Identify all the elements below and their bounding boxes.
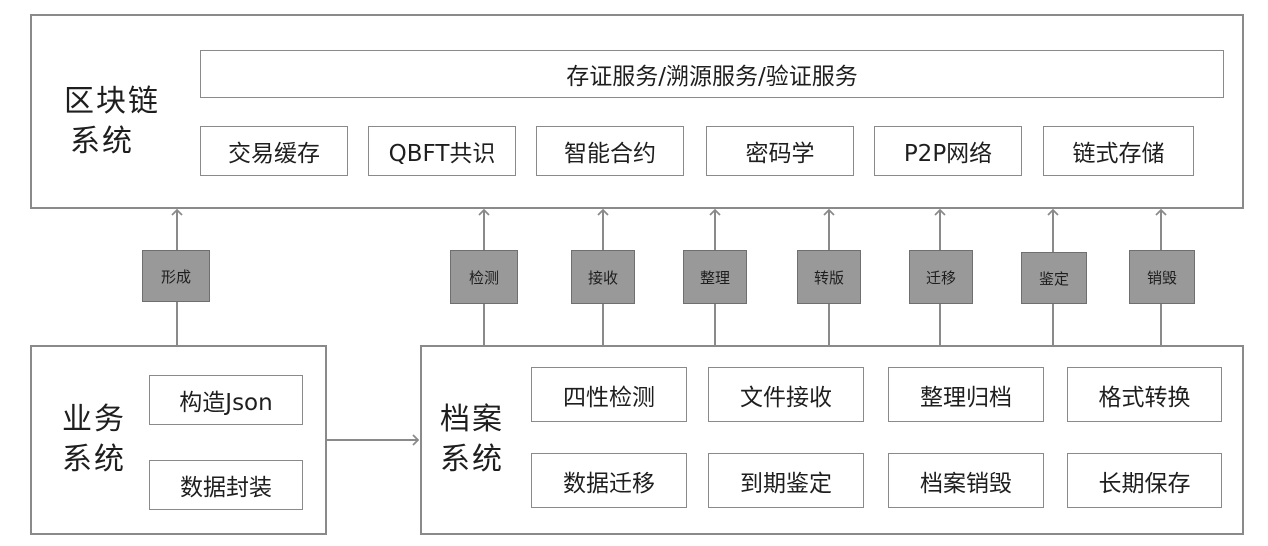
tag-xiaohui: 销毁: [1129, 250, 1195, 304]
archive-title-line1: 档案: [440, 402, 504, 437]
tag-qianyi: 迁移: [909, 250, 973, 304]
blockchain-system-title: 区块链 系统: [64, 82, 160, 162]
tag-jiance: 检测: [450, 250, 518, 304]
business-item-build-json: 构造Json: [149, 375, 303, 425]
module-smart-contract: 智能合约: [536, 126, 684, 176]
archive-item-destruction: 档案销毁: [888, 453, 1044, 508]
archive-item-data-migration: 数据迁移: [531, 453, 687, 508]
archive-item-expiry-appraisal: 到期鉴定: [708, 453, 864, 508]
module-cryptography: 密码学: [706, 126, 854, 176]
tag-zhengli: 整理: [683, 250, 747, 304]
business-system-title: 业务 系统: [62, 400, 126, 480]
module-qbft: QBFT共识: [368, 126, 516, 176]
blockchain-title-line1: 区块链: [64, 84, 160, 119]
archive-title-line2: 系统: [440, 442, 504, 477]
tag-jieshou: 接收: [571, 250, 635, 304]
business-item-data-package: 数据封装: [149, 460, 303, 510]
archive-item-format-convert: 格式转换: [1067, 367, 1222, 422]
tag-zhuanban: 转版: [797, 250, 861, 304]
archive-system-title: 档案 系统: [440, 400, 504, 480]
tag-jianding: 鉴定: [1021, 252, 1087, 304]
archive-item-long-term-storage: 长期保存: [1067, 453, 1222, 508]
module-chain-storage: 链式存储: [1043, 126, 1194, 176]
archive-item-file-receive: 文件接收: [708, 367, 864, 422]
module-jiaoyi-huancun: 交易缓存: [200, 126, 348, 176]
module-p2p: P2P网络: [874, 126, 1022, 176]
blockchain-system-panel: [30, 14, 1244, 209]
tag-xingcheng: 形成: [142, 250, 210, 302]
business-title-line1: 业务: [62, 402, 126, 437]
archive-item-organize: 整理归档: [888, 367, 1044, 422]
business-title-line2: 系统: [62, 442, 126, 477]
blockchain-title-line2: 系统: [70, 124, 134, 159]
archive-item-four-check: 四性检测: [531, 367, 687, 422]
services-bar: 存证服务/溯源服务/验证服务: [200, 50, 1224, 98]
